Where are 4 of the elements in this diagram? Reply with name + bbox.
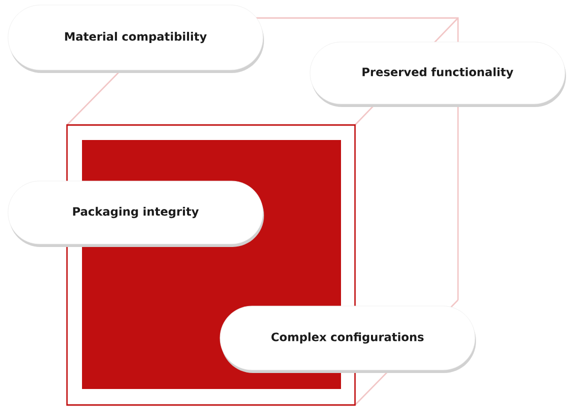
label-pill: Preserved functionality (310, 42, 566, 107)
label-pill: Material compatibility (8, 4, 264, 73)
label-pill: Packaging integrity (8, 180, 264, 247)
label-pill: Complex configurations (220, 306, 476, 373)
